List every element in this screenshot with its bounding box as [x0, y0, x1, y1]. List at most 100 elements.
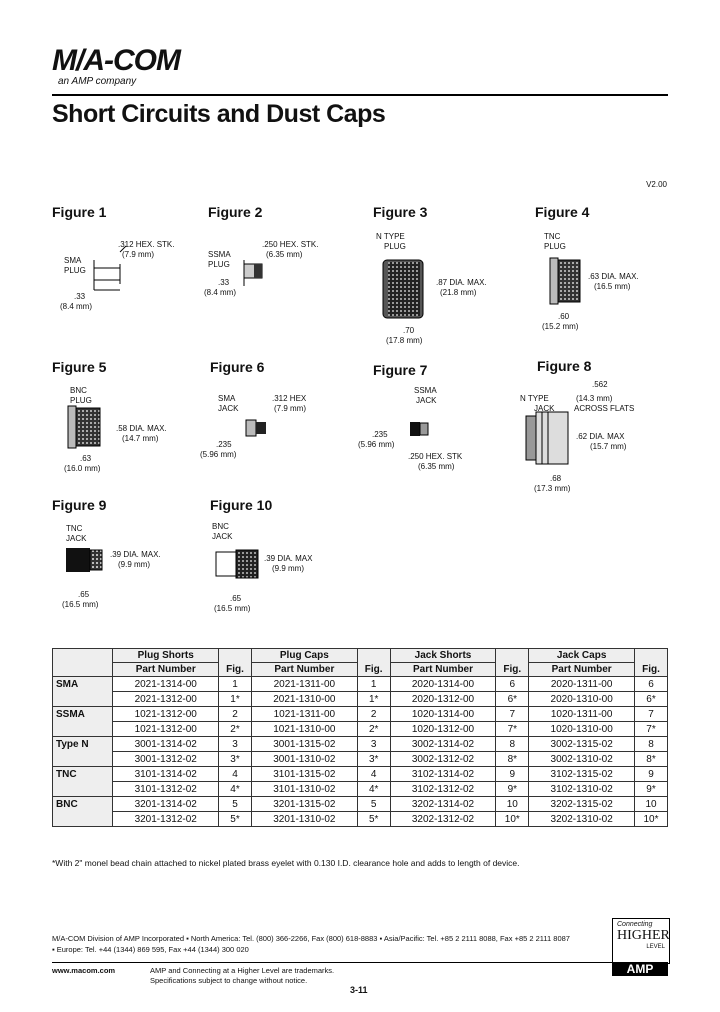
figure-2-note: .33: [218, 278, 230, 287]
connector-type-cell: TNC: [51, 766, 114, 782]
figure-7-note: (5.96 mm): [358, 440, 395, 449]
part-number-cell: 3002-1315-02: [528, 736, 635, 752]
part-number-cell: 3002-1312-02: [389, 751, 497, 767]
figure-8-note: JACK: [534, 404, 555, 413]
figure-3-note: (21.8 mm): [440, 288, 477, 297]
figure-9-note: (9.9 mm): [118, 560, 150, 569]
figure-10-note: JACK: [212, 532, 233, 541]
figure-6-note: JACK: [218, 404, 239, 413]
connector-type-cell: [51, 751, 114, 767]
figure-ref-cell: 9*: [634, 781, 668, 797]
part-number-cell: 2020-1312-00: [389, 691, 497, 707]
figure-ref-cell: 8*: [495, 751, 530, 767]
figure-3-drawing: [382, 259, 424, 319]
part-number-cell: 2020-1310-00: [528, 691, 635, 707]
figure-ref-cell: 8: [495, 736, 530, 752]
figure-ref-cell: 8: [634, 736, 668, 752]
part-number-cell: 1020-1310-00: [528, 721, 635, 737]
figure-ref-cell: 2*: [218, 721, 253, 737]
table-blank: [634, 648, 668, 663]
part-number-cell: 3202-1310-02: [528, 811, 635, 827]
figure-2-note: SSMA: [208, 250, 231, 259]
figure-9-note: (16.5 mm): [62, 600, 99, 609]
figure-ref-cell: 6: [634, 676, 668, 692]
table-blank: [495, 648, 530, 663]
part-number-cell: 3001-1312-02: [112, 751, 220, 767]
figure-6-note: (7.9 mm): [274, 404, 306, 413]
sub-header: Fig.: [356, 662, 391, 677]
figure-3-note: .87 DIA. MAX.: [436, 278, 487, 287]
figure-5-note: (14.7 mm): [122, 434, 159, 443]
footer-spec-notice: Specifications subject to change without…: [150, 976, 308, 985]
figure-4-note: (16.5 mm): [594, 282, 631, 291]
figure-6-note: .312 HEX: [272, 394, 307, 403]
figure-1-drawing: [93, 245, 127, 291]
part-number-cell: 3101-1314-02: [112, 766, 220, 782]
connector-type-cell: [51, 721, 114, 737]
figure-1-note: PLUG: [64, 266, 86, 275]
part-number-cell: 2021-1314-00: [112, 676, 220, 692]
part-number-cell: 2020-1311-00: [528, 676, 635, 692]
figure-ref-cell: 5*: [356, 811, 391, 827]
figure-ref-cell: 10: [495, 796, 530, 812]
page-title: Short Circuits and Dust Caps: [52, 100, 386, 128]
figure-ref-cell: 8*: [634, 751, 668, 767]
figure-ref-cell: 3*: [356, 751, 391, 767]
figure-3-note: N TYPE: [376, 232, 405, 241]
badge-text: HIGHER: [617, 928, 670, 943]
figure-8-note: (15.7 mm): [590, 442, 627, 451]
figure-10-note: BNC: [212, 522, 229, 531]
page-number: 3-11: [350, 985, 368, 995]
figure-5-note: (16.0 mm): [64, 464, 101, 473]
figure-5-label: Figure 5: [52, 359, 107, 375]
figure-ref-cell: 1*: [356, 691, 391, 707]
figure-10-note: (16.5 mm): [214, 604, 251, 613]
figure-8-note: (17.3 mm): [534, 484, 571, 493]
figure-7-note: JACK: [416, 396, 437, 405]
figure-ref-cell: 9: [495, 766, 530, 782]
table-blank: [356, 648, 391, 663]
connector-type-cell: [51, 781, 114, 797]
amp-logo: AMP: [612, 962, 668, 976]
part-number-cell: 3102-1310-02: [528, 781, 635, 797]
sub-header: Part Number: [112, 662, 220, 677]
figure-10-note: (9.9 mm): [272, 564, 304, 573]
table-footnote: *With 2" monel bead chain attached to ni…: [52, 858, 520, 868]
figure-7-note: SSMA: [414, 386, 437, 395]
figure-5-note: PLUG: [70, 396, 92, 405]
figure-3-note: .70: [403, 326, 415, 335]
figure-ref-cell: 10: [634, 796, 668, 812]
group-header: Jack Caps: [528, 648, 635, 663]
figure-9-drawing: [66, 548, 103, 572]
sub-header: Part Number: [389, 662, 497, 677]
footer-url-link[interactable]: www.macom.com: [52, 966, 116, 975]
part-number-cell: 2021-1310-00: [251, 691, 358, 707]
figure-ref-cell: 7: [634, 706, 668, 722]
footer-rule: [52, 962, 612, 963]
figure-7-note: .250 HEX. STK: [408, 452, 463, 461]
sub-header: Fig.: [495, 662, 530, 677]
figure-ref-cell: 2*: [356, 721, 391, 737]
table-corner: [51, 662, 114, 677]
figure-2-note: (8.4 mm): [204, 288, 236, 297]
figure-9-label: Figure 9: [52, 497, 107, 513]
figure-9-note: .39 DIA. MAX.: [110, 550, 161, 559]
figure-8-note: ACROSS FLATS: [574, 404, 635, 413]
badge-text: LEVEL: [646, 944, 665, 950]
figure-2-note: .250 HEX. STK.: [262, 240, 319, 249]
connector-type-cell: SMA: [51, 676, 114, 692]
figure-ref-cell: 5: [356, 796, 391, 812]
part-number-cell: 1021-1312-00: [112, 721, 220, 737]
figure-6-note: (5.96 mm): [200, 450, 237, 459]
figure-ref-cell: 2: [356, 706, 391, 722]
figure-2-note: (6.35 mm): [266, 250, 303, 259]
figure-7-label: Figure 7: [373, 362, 428, 378]
part-number-cell: 3001-1314-02: [112, 736, 220, 752]
part-number-cell: 3002-1310-02: [528, 751, 635, 767]
group-header: Plug Shorts: [112, 648, 220, 663]
